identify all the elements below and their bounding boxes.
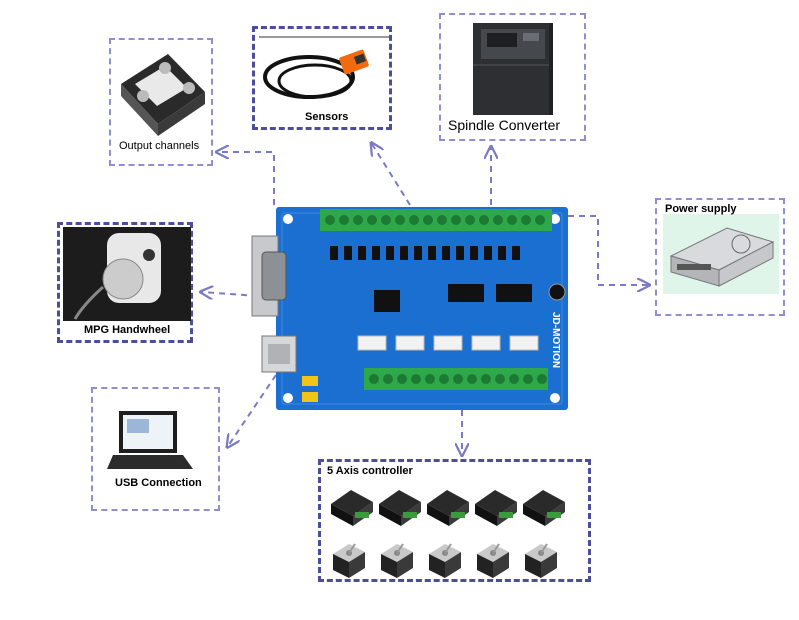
db9-connector: [251, 235, 287, 317]
mcu-chip: [374, 290, 400, 312]
sensors-label: Sensors: [305, 111, 349, 123]
stepper-driver-icon: [331, 490, 373, 526]
board-label: JD-MOTION: [550, 312, 561, 368]
arrow-to-mpg-handwheel: [202, 292, 259, 296]
arrow-to-usb-connection: [228, 374, 277, 446]
driver-chip: [496, 284, 532, 302]
spindle-converter-label: Spindle Converter: [448, 117, 561, 133]
stepper-driver-icon: [475, 490, 517, 526]
proximity-sensor-icon: [259, 36, 389, 99]
bottom-terminal-block: [364, 368, 548, 390]
output-channels-box: Output channels: [109, 38, 213, 166]
stepper-motor-icon: [429, 543, 461, 578]
stepper-driver-icon: [427, 490, 469, 526]
power-supply-icon: [669, 227, 775, 287]
inverter-icon: [473, 23, 553, 115]
stepper-motor-icon: [381, 543, 413, 578]
sensors-box: Sensors: [252, 26, 392, 130]
mpg-handwheel-label: MPG Handwheel: [84, 324, 171, 336]
arrow-to-power-supply: [568, 215, 648, 285]
solid-state-relay-icon: [121, 54, 205, 136]
stepper-motor-icon: [477, 543, 509, 578]
top-terminal-block: [320, 209, 552, 231]
mpg-handwheel-box: MPG Handwheel: [57, 222, 193, 343]
driver-chip: [448, 284, 484, 302]
power-supply-label: Power supply: [665, 203, 737, 215]
spindle-converter-box: Spindle Converter: [439, 13, 586, 141]
stepper-driver-icon: [379, 490, 421, 526]
stepper-drivers-and-motors: [331, 490, 565, 578]
stepper-driver-icon: [523, 490, 565, 526]
axis-controller-box: 5 Axis controller: [318, 459, 591, 582]
usb-connection-box: USB Connection: [91, 387, 220, 511]
arrow-to-sensors: [372, 144, 411, 206]
usb-connection-label: USB Connection: [115, 477, 202, 489]
arrow-to-output-channels: [218, 152, 275, 205]
controller-board: JD-MOTION: [251, 207, 568, 410]
handwheel-icon: [63, 227, 191, 321]
stepper-motor-icon: [333, 543, 365, 578]
power-supply-box: Power supply: [655, 198, 785, 316]
axis-controller-label: 5 Axis controller: [327, 465, 413, 477]
usb-port: [261, 335, 297, 373]
laptop-icon: [107, 411, 193, 469]
output-channels-label: Output channels: [119, 140, 200, 152]
stepper-motor-icon: [525, 543, 557, 578]
